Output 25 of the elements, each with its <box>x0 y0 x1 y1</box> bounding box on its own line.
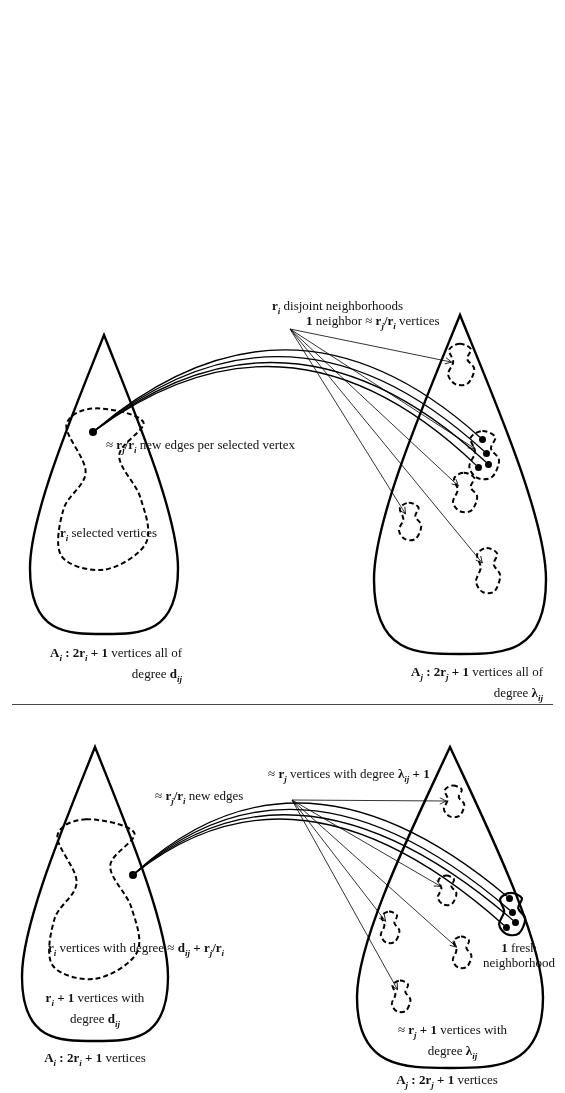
annotation-text: ≈ r$_{j}$/r$_{i}$ new edges <box>155 788 245 808</box>
vertex-dot <box>512 919 519 926</box>
region-label: A$_{i}$ : 2r$_{i}$ + 1 vertices <box>43 1050 147 1070</box>
vertex-dot <box>129 871 137 879</box>
vertex-dot <box>503 924 510 931</box>
region-label: A$_{i}$ : 2r$_{i}$ + 1 vertices all of degree d$_{ij}$ <box>49 645 182 686</box>
region-label: A$_{j}$ : 2r$_{j}$ + 1 vertices all of degree λ$_{ij}$ <box>410 664 543 705</box>
edge-curve <box>134 808 511 911</box>
region-label: r$_{i}$ + 1 vertices with degree d$_{ij}$ <box>44 990 146 1031</box>
vertex-dot <box>475 464 482 471</box>
vertex-dot <box>485 461 492 468</box>
vertex-dot <box>479 436 486 443</box>
region-label: A$_{j}$ : 2r$_{j}$ + 1 vertices <box>395 1072 499 1092</box>
annotation-text: ≈ r$_{j}$ vertices with degree λ$_{ij}$ + 1 <box>268 766 431 786</box>
vertex-dot <box>506 895 513 902</box>
edge-curve <box>95 356 485 452</box>
vertex-dot <box>483 450 490 457</box>
region-label: ≈ r$_{j}$ + 1 vertices with degree λ$_{ij}$ <box>396 1022 509 1063</box>
edge-curve <box>95 349 481 438</box>
annotation-text: r$_{i}$ disjoint neighborhoods <box>272 298 405 316</box>
annotation-text: 1 neighbor ≈ r$_{j}$/r$_{i}$ vertices <box>306 313 441 333</box>
region-label: r$_{i}$ vertices with degree ≈ d$_{ij}$ + r$_{j}$/r$_{i}$ <box>46 940 226 960</box>
vertex-dot <box>89 428 97 436</box>
vertex-dot <box>509 909 516 916</box>
region-label: r$_{i}$ selected vertices <box>60 525 159 545</box>
